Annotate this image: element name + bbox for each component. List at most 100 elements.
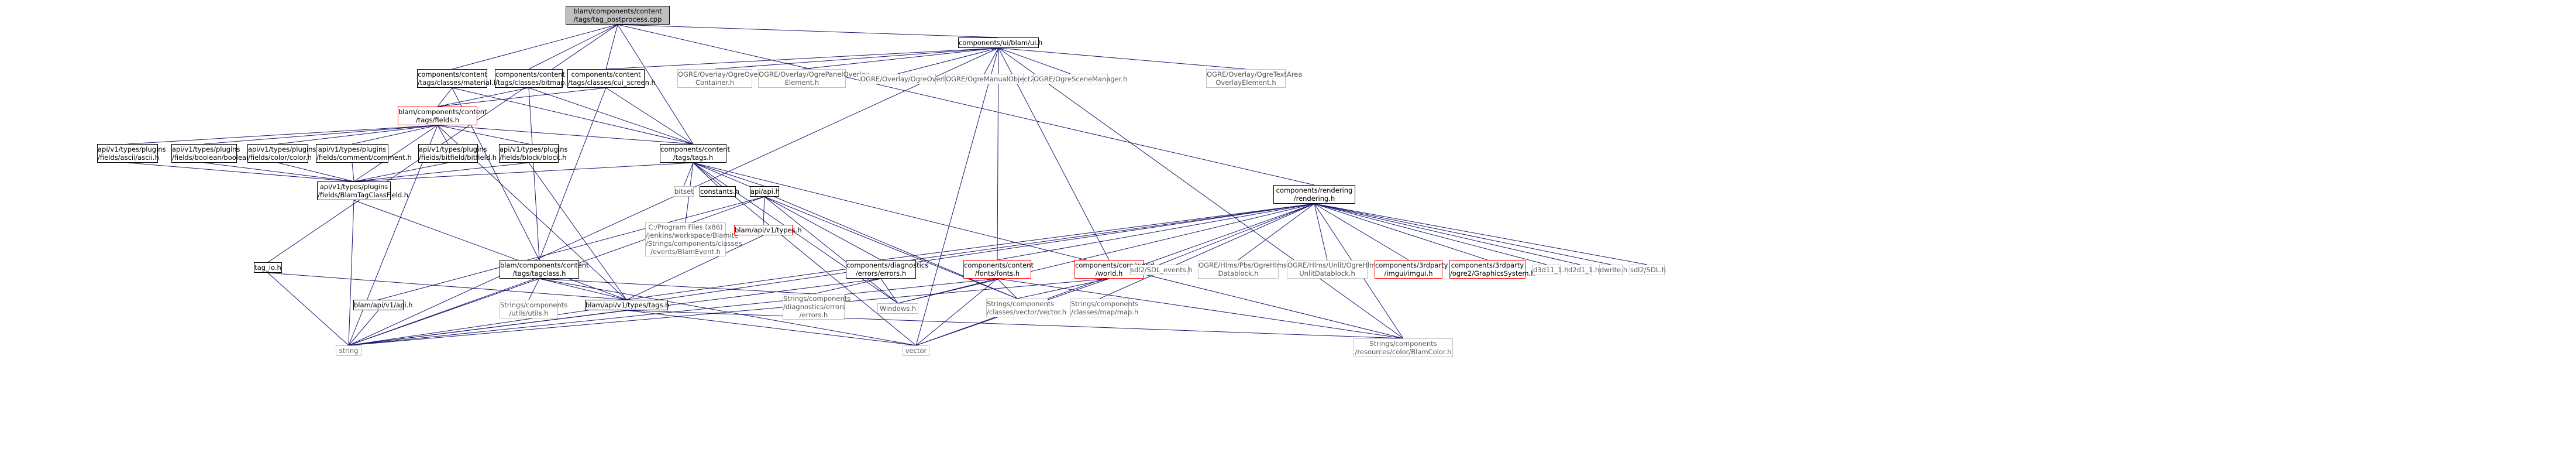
dependency-edge	[277, 125, 438, 145]
dependency-edge	[539, 87, 607, 261]
dependency-edge	[1238, 203, 1315, 261]
dependency-edge	[378, 196, 765, 300]
dependency-edge	[880, 278, 898, 304]
dependency-edge	[348, 200, 354, 346]
dependency-edge	[998, 47, 1071, 74]
dependency-edge	[714, 47, 999, 70]
dependency-edge	[880, 203, 1315, 261]
dependency-edge	[528, 278, 540, 300]
dependency-edge	[353, 162, 449, 182]
node-material-h[interactable]: components/content/tags/classes/material…	[417, 69, 498, 88]
node-d3d11-h: d3d11_1.h	[1532, 265, 1569, 275]
node-graphics-system-h[interactable]: components/3rdparty/ogre2/GraphicsSystem…	[1449, 260, 1535, 279]
node-comment-h[interactable]: api/v1/types/plugins/fields/comment/comm…	[316, 144, 412, 163]
node-bitset: bitset	[674, 186, 694, 197]
dependency-edge	[437, 125, 529, 145]
dependency-edge	[353, 162, 529, 182]
dependency-edge	[605, 47, 999, 70]
node-ui-h[interactable]: components/ui/blam/ui.h	[958, 37, 1043, 48]
dependency-edge	[348, 278, 1110, 346]
dependency-edge	[997, 278, 1018, 299]
node-constants-h[interactable]: constants.h	[700, 186, 739, 197]
node-ascii-h[interactable]: api/v1/types/plugins/fields/ascii/ascii.…	[97, 144, 166, 163]
dependency-edge	[683, 162, 694, 187]
node-api-v1-api-h[interactable]: blam/api/v1/api.h	[353, 300, 413, 310]
dependency-edge	[528, 162, 627, 300]
node-fields-h[interactable]: blam/components/content/tags/fields.h	[398, 107, 487, 125]
node-vector-class-h: Strings/components/classes/vector/vector…	[986, 299, 1067, 317]
dependency-edge	[1099, 203, 1315, 299]
dependency-edge	[998, 47, 1404, 339]
dependency-edge	[452, 24, 618, 70]
dependency-edge	[1159, 203, 1315, 265]
node-ogre-scene-manager-h: OGRE/OgreSceneManager.h	[1033, 74, 1128, 84]
node-tag-io-h[interactable]: tag_io.h	[254, 262, 282, 273]
node-tags-h[interactable]: components/content/tags/tags.h	[660, 144, 730, 163]
node-blamevent-h: C:/Program Files (x86)/Jenkins/workspace…	[645, 222, 742, 256]
node-imgui-h[interactable]: components/3rdparty/imgui/imgui.h	[1375, 260, 1448, 279]
node-color-h[interactable]: api/v1/types/plugins/fields/color/color.…	[247, 144, 316, 163]
dependency-edge	[353, 125, 438, 182]
dependency-edge	[1314, 203, 1580, 265]
node-api-h[interactable]: api/api.h	[750, 186, 780, 197]
dependency-edge	[539, 278, 814, 294]
dependency-edge	[204, 162, 354, 182]
dependency-edge	[997, 203, 1315, 261]
dependency-edge	[1314, 203, 1409, 261]
dependency-edge	[626, 235, 764, 300]
dependency-edge	[1314, 203, 1488, 261]
dependency-edge	[763, 196, 765, 225]
dependency-edge	[528, 87, 694, 145]
node-api-v1-tags-h[interactable]: blam/api/v1/types/tags.h	[585, 300, 670, 310]
dependency-edge	[352, 125, 438, 145]
dependency-edge	[267, 272, 627, 300]
dependency-edge	[693, 162, 1018, 299]
dependency-edge	[1314, 203, 1648, 265]
dependency-edge	[813, 278, 881, 294]
dependency-edge	[277, 162, 354, 182]
node-bitfield-h[interactable]: api/v1/types/plugins/fields/bitfield/bit…	[418, 144, 497, 163]
dependency-edge	[437, 125, 449, 145]
dependency-edge	[626, 310, 1404, 339]
dependency-edge	[348, 278, 998, 346]
node-rendering-h[interactable]: components/rendering/rendering.h	[1273, 185, 1355, 204]
dependency-edge	[127, 162, 354, 182]
dependency-edge	[539, 278, 627, 300]
dependency-edge	[897, 203, 1315, 304]
dependency-edge	[1314, 203, 1328, 261]
node-ogre-manual-object2-h: OGRE/OgreManualObject2.h	[945, 74, 1041, 84]
node-d2d1-h: d2d1_1.h	[1568, 265, 1600, 275]
dependency-edge	[127, 125, 438, 145]
dependency-edge	[693, 162, 1404, 339]
node-bitmap-h[interactable]: components/content/tags/classes/bitmap.h	[495, 69, 571, 88]
node-blamtagclassfield-h[interactable]: api/v1/types/plugins/fields/BlamTagClass…	[317, 181, 409, 200]
dependency-edge	[437, 125, 694, 145]
node-map-h: Strings/components/classes/map/map.h	[1070, 299, 1139, 317]
dependency-edge	[617, 24, 694, 145]
dependency-edge	[352, 162, 354, 182]
dependency-edge	[617, 24, 999, 38]
node-tagclass-h[interactable]: blam/components/content/tags/tagclass.h	[500, 260, 589, 279]
dependency-edge	[452, 87, 694, 145]
node-string: string	[336, 345, 361, 356]
dependency-edge	[348, 278, 881, 346]
node-boolean-h[interactable]: api/v1/types/plugins/fields/boolean/bool…	[171, 144, 257, 163]
dependency-edge	[626, 310, 917, 346]
dependency-edge	[353, 162, 694, 182]
node-block-h[interactable]: api/v1/types/plugins/fields/block/block.…	[499, 144, 568, 163]
node-diagnostics-errors-h[interactable]: components/diagnostics/errors/errors.h	[846, 260, 929, 279]
node-cui-screen-h[interactable]: components/content/tags/classes/cui_scre…	[567, 69, 656, 88]
dependency-edge	[801, 47, 999, 70]
dependency-edge	[348, 47, 999, 346]
dependency-edge	[437, 87, 607, 107]
dependency-edge	[997, 278, 1404, 339]
node-ogre-overlay-h: OGRE/Overlay/OgreOverlay.h	[860, 74, 959, 84]
dependency-edge	[437, 87, 453, 107]
node-api-v1-types-h[interactable]: blam/api/v1/types.h	[734, 225, 802, 235]
dependency-edge	[998, 47, 1246, 70]
node-fonts-h[interactable]: components/content/fonts/fonts.h	[963, 260, 1034, 279]
dependency-edge	[693, 162, 718, 187]
